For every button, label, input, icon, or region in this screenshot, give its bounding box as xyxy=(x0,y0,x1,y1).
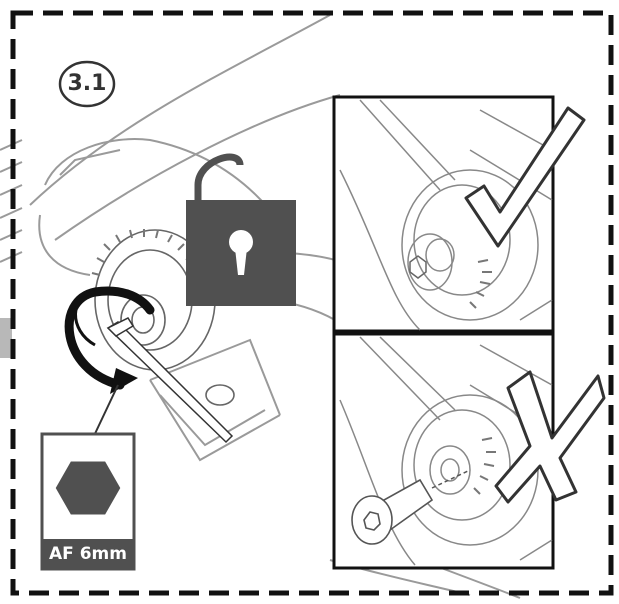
step-number: 3.1 xyxy=(58,60,116,106)
padlock-unlocked-icon xyxy=(186,157,296,306)
hex-key-icon xyxy=(54,460,122,516)
page-side-tab xyxy=(0,318,12,358)
incorrect-panel xyxy=(334,334,553,568)
tool-size-label: AF 6mm xyxy=(42,539,134,569)
pointer-line xyxy=(92,385,118,440)
